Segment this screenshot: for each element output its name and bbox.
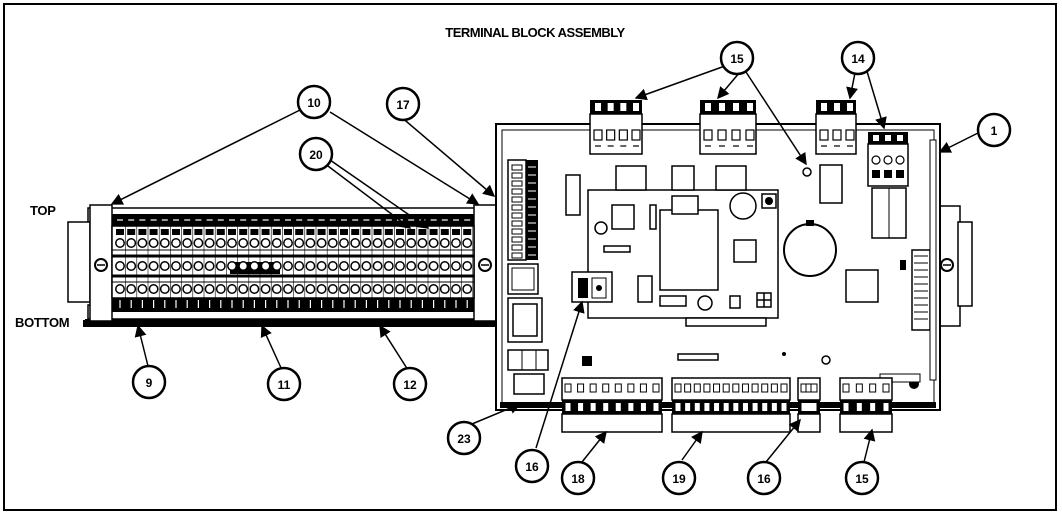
callout-19-label: 19 bbox=[672, 472, 686, 486]
callout-19: 19 bbox=[661, 460, 697, 496]
callout-15-top: 15 bbox=[719, 40, 755, 76]
callout-16-right-label: 16 bbox=[757, 472, 771, 486]
diagram-frame bbox=[3, 3, 1057, 511]
control-board bbox=[495, 100, 973, 433]
callout-1-label: 1 bbox=[991, 124, 998, 138]
callout-12-label: 12 bbox=[403, 378, 417, 392]
callout-23: 23 bbox=[446, 420, 482, 456]
top-label: TOP bbox=[30, 203, 56, 218]
callout-16-right: 16 bbox=[746, 460, 782, 496]
callout-17: 17 bbox=[385, 86, 421, 122]
callout-14-label: 14 bbox=[851, 52, 865, 66]
callout-11-label: 11 bbox=[278, 378, 291, 392]
callout-15-bottom: 15 bbox=[844, 460, 880, 496]
callout-14: 14 bbox=[840, 40, 876, 76]
terminal-strip bbox=[67, 204, 503, 327]
callout-11: 11 bbox=[266, 366, 302, 402]
callout-18-label: 18 bbox=[571, 472, 585, 486]
callout-20-label: 20 bbox=[309, 148, 323, 162]
callout-12: 12 bbox=[392, 366, 428, 402]
diagram-title: TERMINAL BLOCK ASSEMBLY bbox=[445, 25, 625, 40]
callout-10: 10 bbox=[296, 84, 332, 120]
callout-15-bottom-label: 15 bbox=[855, 472, 869, 486]
callout-1: 1 bbox=[976, 112, 1012, 148]
callout-20: 20 bbox=[298, 136, 334, 172]
callout-9: 9 bbox=[131, 364, 167, 400]
callout-17-label: 17 bbox=[396, 98, 410, 112]
bottom-label: BOTTOM bbox=[15, 315, 69, 330]
callout-18: 18 bbox=[560, 460, 596, 496]
callout-16-left-label: 16 bbox=[525, 460, 539, 474]
callout-23-label: 23 bbox=[457, 432, 471, 446]
callout-9-label: 9 bbox=[146, 376, 153, 390]
callout-15-top-label: 15 bbox=[730, 52, 744, 66]
callout-10-label: 10 bbox=[307, 96, 321, 110]
callout-16-left: 16 bbox=[514, 448, 550, 484]
leader-lines bbox=[110, 61, 985, 463]
